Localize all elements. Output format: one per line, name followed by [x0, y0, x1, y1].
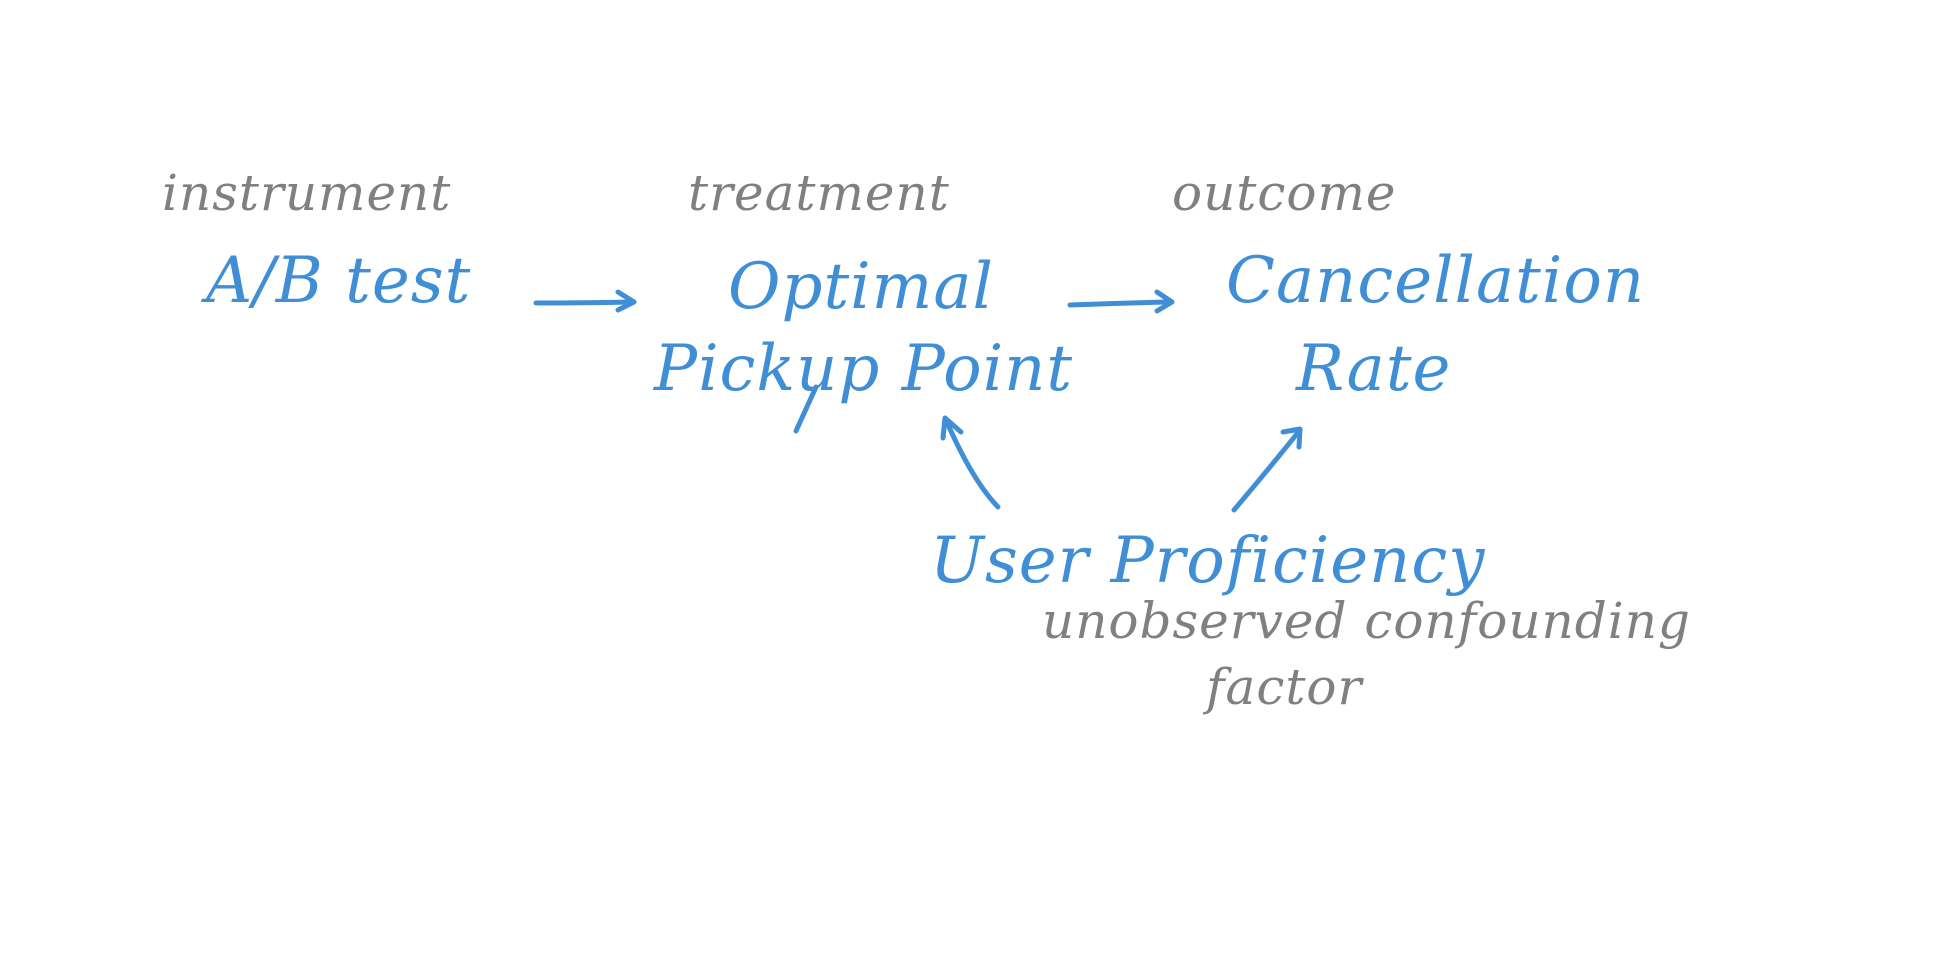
outcome-node-line2: Rate [1296, 332, 1452, 406]
instrument-node: A/B test [206, 244, 472, 318]
confounder-node: User Proficiency [930, 524, 1486, 598]
treatment-node-line1: Optimal [728, 250, 994, 324]
edge-confounder-to-treatment [940, 415, 1001, 510]
outcome-node-line1: Cancellation [1226, 244, 1646, 318]
arrow-shaft [1067, 299, 1173, 308]
arrow-shaft [943, 417, 1001, 510]
arrow-head [1154, 289, 1175, 314]
confounder-role-label-line1: unobserved confounding [1042, 592, 1691, 650]
instrument-role-label: instrument [162, 164, 452, 222]
treatment-role-label: treatment [688, 164, 950, 222]
edge-instrument-to-treatment [533, 289, 637, 313]
outcome-role-label: outcome [1172, 164, 1397, 222]
arrow-head [615, 289, 637, 313]
arrow-shaft [533, 299, 635, 306]
edge-treatment-to-outcome [1067, 289, 1175, 314]
arrow-head [940, 415, 964, 441]
confounder-role-label-line2: factor [1206, 658, 1363, 716]
arrow-head [1280, 426, 1303, 450]
arrow-shaft [1231, 427, 1303, 513]
treatment-pen-stroke [793, 384, 819, 434]
edge-confounder-to-outcome [1231, 426, 1303, 513]
treatment-node-line2: Pickup Point [654, 332, 1074, 406]
